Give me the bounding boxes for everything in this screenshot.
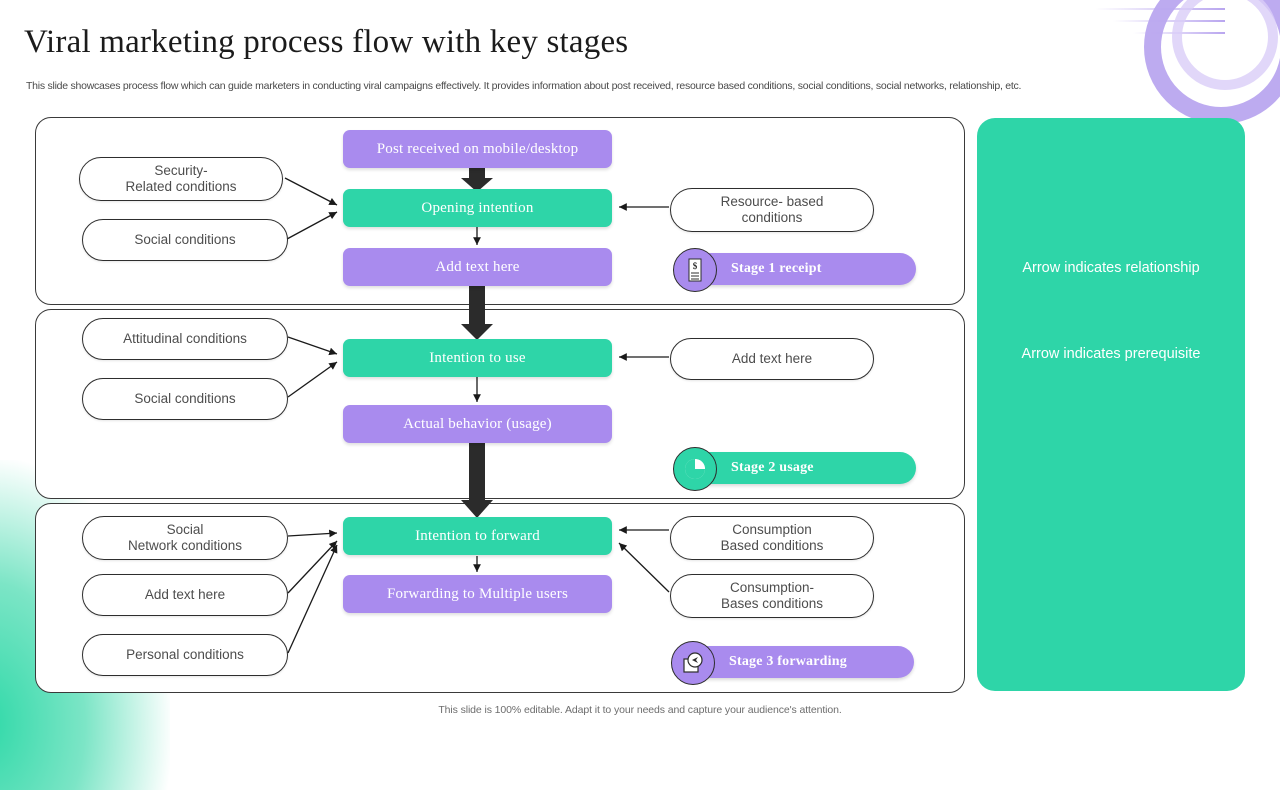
legend-panel: Arrow indicates relationship Arrow indic… — [977, 118, 1245, 691]
svg-text:$: $ — [693, 261, 698, 271]
legend-relationship-label: Arrow indicates relationship — [1022, 260, 1200, 276]
share-forward-icon — [671, 641, 715, 685]
pill-line1: Add text here — [144, 587, 226, 602]
pill-line1: Social conditions — [134, 232, 236, 247]
receipt-dollar-icon: $ — [673, 248, 717, 292]
stage-badge-1[interactable]: $ Stage 1 receipt — [673, 248, 916, 292]
pill-stage3-right-2[interactable]: Consumption- Bases conditions — [670, 574, 874, 618]
footer-note: This slide is 100% editable. Adapt it to… — [438, 704, 842, 716]
pill-line1: Add text here — [731, 351, 813, 366]
pill-stage2-right-1[interactable]: Add text here — [670, 338, 874, 380]
pill-stage3-left-2[interactable]: Add text here — [82, 574, 288, 616]
pie-chart-icon — [673, 447, 717, 491]
pill-stage3-right-1[interactable]: Consumption Based conditions — [670, 516, 874, 560]
pill-line1: Social — [166, 522, 204, 537]
pill-line2: Related conditions — [125, 179, 237, 194]
pill-stage3-left-1[interactable]: Social Network conditions — [82, 516, 288, 560]
pill-line1: Consumption — [732, 522, 812, 537]
pill-stage1-left-1[interactable]: Security- Related conditions — [79, 157, 283, 201]
stage-badge-2-label: Stage 2 usage — [731, 460, 814, 475]
pill-line1: Personal conditions — [126, 647, 244, 662]
stage-badge-3-label: Stage 3 forwarding — [729, 654, 847, 669]
stage-badge-2[interactable]: Stage 2 usage — [673, 447, 916, 491]
pill-line2: Network conditions — [127, 538, 243, 553]
pill-line2: conditions — [741, 210, 803, 225]
box-stage1-add-text[interactable]: Add text here — [343, 248, 612, 286]
pill-stage2-left-1[interactable]: Attitudinal conditions — [82, 318, 288, 360]
pill-line1: Social conditions — [134, 391, 236, 406]
stage-badge-1-label: Stage 1 receipt — [731, 261, 822, 276]
box-forwarding-multiple-users[interactable]: Forwarding to Multiple users — [343, 575, 612, 613]
box-opening-intention[interactable]: Opening intention — [343, 189, 612, 227]
pill-line1: Resource- based — [720, 194, 824, 209]
pill-stage1-right-1[interactable]: Resource- based conditions — [670, 188, 874, 232]
box-post-received[interactable]: Post received on mobile/desktop — [343, 130, 612, 168]
page-subtitle: This slide showcases process flow which … — [26, 80, 1022, 92]
pill-line1: Attitudinal conditions — [123, 331, 247, 346]
pill-line2: Bases conditions — [720, 596, 824, 611]
decorative-ring-inner-icon — [1172, 0, 1278, 90]
pill-line2: Based conditions — [720, 538, 824, 553]
pill-line1: Consumption- — [729, 580, 815, 595]
pill-stage3-left-3[interactable]: Personal conditions — [82, 634, 288, 676]
pill-line1: Security- — [154, 163, 208, 178]
legend-prerequisite-label: Arrow indicates prerequisite — [1021, 346, 1201, 362]
box-intention-to-forward[interactable]: Intention to forward — [343, 517, 612, 555]
box-actual-behavior[interactable]: Actual behavior (usage) — [343, 405, 612, 443]
page-title: Viral marketing process flow with key st… — [24, 24, 629, 60]
pill-stage2-left-2[interactable]: Social conditions — [82, 378, 288, 420]
stage-badge-3[interactable]: Stage 3 forwarding — [671, 641, 914, 685]
box-intention-to-use[interactable]: Intention to use — [343, 339, 612, 377]
pill-stage1-left-2[interactable]: Social conditions — [82, 219, 288, 261]
